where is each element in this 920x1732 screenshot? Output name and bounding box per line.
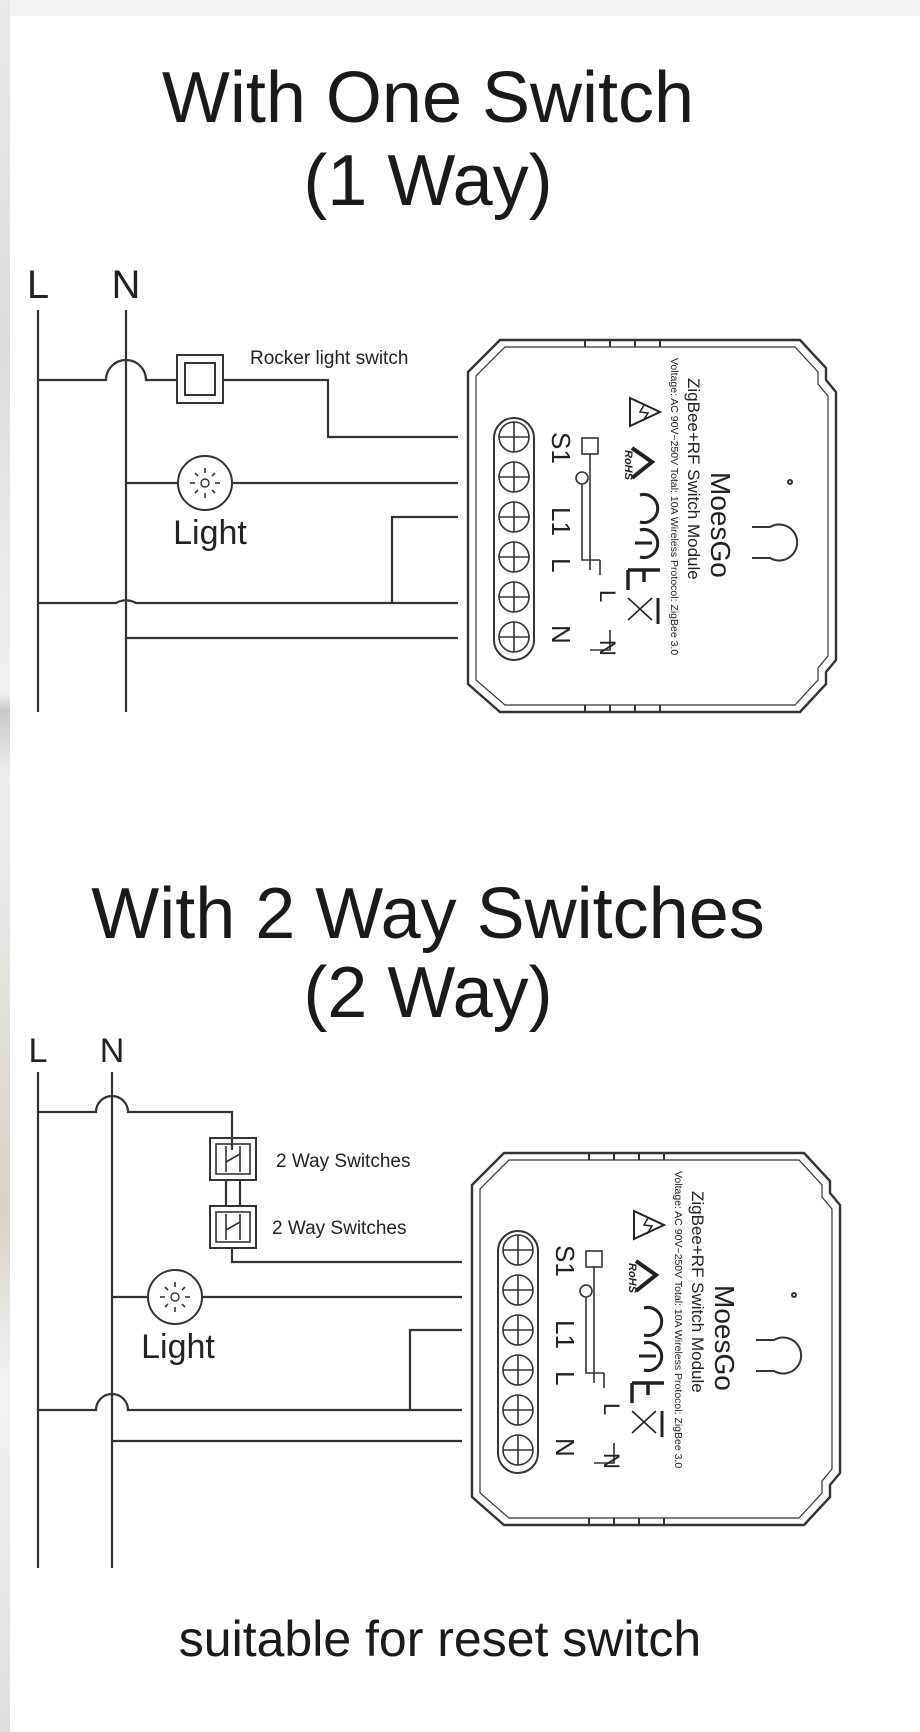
diagram-one-switch: With One Switch (1 Way) L N Rocker light… — [27, 58, 838, 714]
switch-label: Rocker light switch — [250, 348, 408, 369]
footer-caption: suitable for reset switch — [179, 1611, 701, 1667]
light-label: Light — [173, 514, 247, 552]
wire-live-to-switch — [38, 358, 178, 382]
module-spec: Voltage: AC 90V~250V Total: 10A Wireless… — [668, 358, 680, 655]
title-line-2: (1 Way) — [303, 141, 552, 221]
mounting-hole-icon-2 — [756, 1292, 803, 1375]
title2-line-1: With 2 Way Switches — [91, 874, 765, 954]
internal-schematic-2 — [579, 1250, 615, 1464]
terminal2-label-s1: S1 — [550, 1245, 580, 1277]
label-neutral: N — [112, 263, 141, 307]
rohs-mark-2: RoHS — [626, 1263, 638, 1294]
two-way-switch-icon-1 — [209, 1137, 257, 1181]
inner-label-n: N — [595, 640, 620, 656]
wire-between-switches — [224, 1180, 242, 1206]
label2-neutral: N — [100, 1032, 125, 1070]
top-margin — [0, 0, 920, 16]
module-product: ZigBee+RF Switch Module — [684, 378, 703, 580]
left-edge-strip — [0, 0, 10, 1732]
rohs-mark: RoHS — [622, 450, 634, 481]
module2-product: ZigBee+RF Switch Module — [688, 1191, 707, 1393]
terminal-label-n: N — [546, 625, 576, 644]
inner-label-l: L — [595, 590, 620, 602]
terminal-label-s1: S1 — [546, 432, 576, 464]
light-bulb-icon — [177, 455, 233, 511]
wire-live-to-2way — [38, 1094, 234, 1150]
light-bulb-icon-2 — [147, 1269, 203, 1325]
terminal2-label-l1: L1 — [550, 1320, 580, 1349]
terminal-label-l: L — [546, 558, 576, 572]
switch-module-1: S1 L1 L N L N MoesGo ZigBee+RF Switch Mo… — [466, 338, 838, 714]
mounting-hole-icon — [752, 479, 799, 562]
switch2-label-1: 2 Way Switches — [276, 1151, 410, 1172]
title-line-1: With One Switch — [162, 58, 694, 138]
terminal-screws-2 — [502, 1234, 534, 1466]
wire2-live-jumper — [408, 1328, 462, 1410]
module2-brand: MoesGo — [709, 1285, 740, 1391]
diagram-two-way-switches: With 2 Way Switches (2 Way) L N 2 Way Sw… — [29, 874, 842, 1568]
label2-live: L — [29, 1032, 48, 1070]
label-live: L — [27, 263, 49, 307]
wire-live-to-module — [38, 599, 458, 605]
inner2-label-n: N — [599, 1453, 624, 1469]
terminal-screws — [498, 421, 530, 653]
certification-icons — [626, 396, 663, 624]
terminal2-label-n: N — [550, 1438, 580, 1457]
switch2-label-2: 2 Way Switches — [272, 1218, 406, 1239]
wire-switch-to-s1 — [223, 378, 458, 439]
inner2-label-l: L — [599, 1403, 624, 1415]
switch-module-2: S1 L1 L N L N MoesGo ZigBee+RF Switch Mo… — [470, 1151, 842, 1527]
wire-2way-to-s1 — [230, 1248, 462, 1264]
light2-label: Light — [141, 1328, 215, 1366]
terminal-label-l1: L1 — [546, 507, 576, 536]
internal-schematic — [575, 437, 611, 651]
two-way-switch-icon-2 — [209, 1205, 257, 1249]
title2-line-2: (2 Way) — [303, 953, 552, 1033]
module2-spec: Voltage: AC 90V~250V Total: 10A Wireless… — [672, 1171, 684, 1468]
rocker-switch-icon — [176, 354, 224, 404]
certification-icons-2 — [630, 1209, 667, 1437]
terminal2-label-l: L — [550, 1371, 580, 1385]
wire2-live-to-module — [38, 1392, 462, 1412]
module-brand: MoesGo — [705, 472, 736, 578]
wire-live-jumper — [390, 515, 458, 603]
